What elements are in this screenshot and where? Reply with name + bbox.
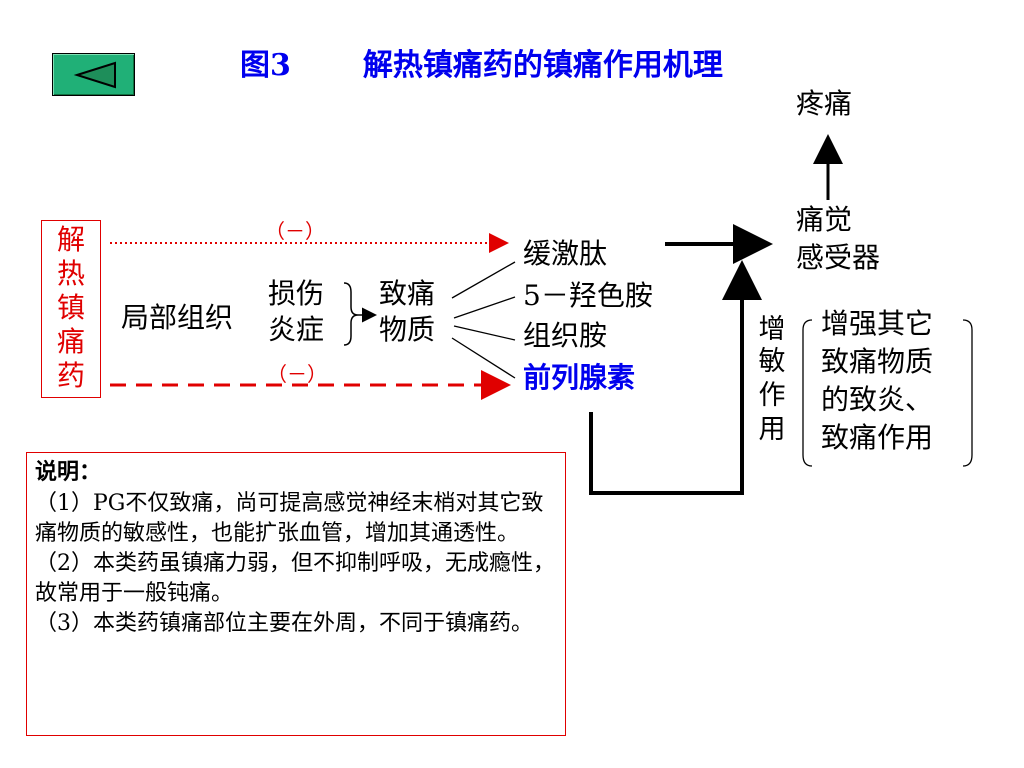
receptor-line2: 感受器 [796, 241, 881, 274]
mediator-histamine: 组织胺 [523, 319, 608, 352]
sensitize-char: 作 [758, 380, 786, 411]
enhance-line: 的致炎、 [821, 383, 934, 416]
receptor-line1: 痛觉 [796, 203, 853, 236]
triangle-left-icon [73, 61, 116, 89]
note-box: 说明： （1）PG不仅致痛，尚可提高感觉神经末梢对其它致痛物质的敏感性，也能扩张… [26, 452, 566, 736]
enhance-line: 增强其它 [821, 307, 934, 340]
sensitize-char: 用 [758, 414, 786, 445]
pain-substance-line2: 物质 [379, 313, 436, 346]
local-tissue: 局部组织 [121, 301, 234, 334]
inflammation-label: 炎症 [268, 313, 325, 346]
note-item: （2）本类药虽镇痛力弱，但不抑制呼吸，无成瘾性，故常用于一般钝痛。 [35, 551, 555, 606]
note-item: （1）PG不仅致痛，尚可提高感觉神经末梢对其它致痛物质的敏感性，也能扩张血管，增… [35, 491, 544, 546]
injury-label: 损伤 [268, 277, 325, 310]
drug-char: 痛 [56, 325, 85, 358]
sensitize-arrow [589, 260, 762, 495]
note-title: 说明： [35, 459, 102, 485]
inhibit-label-bottom: （－） [267, 362, 327, 386]
mediator-bradykinin: 缓激肽 [523, 237, 608, 270]
page-title: 图3 解热镇痛药的镇痛作用机理 [240, 46, 723, 86]
title-text: 解热镇痛药的镇痛作用机理 [362, 48, 723, 83]
fan-line [453, 325, 516, 341]
figure-number: 图3 [240, 48, 291, 83]
fan-line [451, 261, 516, 299]
drug-char: 药 [56, 359, 85, 392]
left-bracket [802, 319, 813, 467]
mediator-prostaglandin: 前列腺素 [523, 361, 636, 394]
sensitize-char: 增 [758, 314, 786, 345]
drug-char: 热 [56, 257, 85, 290]
fan-line [451, 337, 516, 379]
sensitize-char: 敏 [758, 346, 786, 377]
enhance-line: 致痛作用 [821, 421, 934, 454]
pain-label: 疼痛 [796, 87, 853, 120]
mediator-serotonin: 5－羟色胺 [523, 279, 653, 312]
inhibit-label-top: （－） [265, 219, 325, 243]
drug-char: 解 [56, 223, 85, 256]
injury-brace [343, 282, 359, 346]
back-button[interactable] [52, 53, 135, 96]
drug-box: 解 热 镇 痛 药 [41, 220, 101, 398]
fan-line [453, 296, 516, 319]
enhance-line: 致痛物质 [821, 345, 934, 378]
pain-substance-line1: 致痛 [379, 277, 436, 310]
drug-char: 镇 [56, 291, 85, 324]
right-bracket [962, 319, 973, 467]
note-item: （3）本类药镇痛部位主要在外周，不同于镇痛药。 [35, 611, 533, 636]
